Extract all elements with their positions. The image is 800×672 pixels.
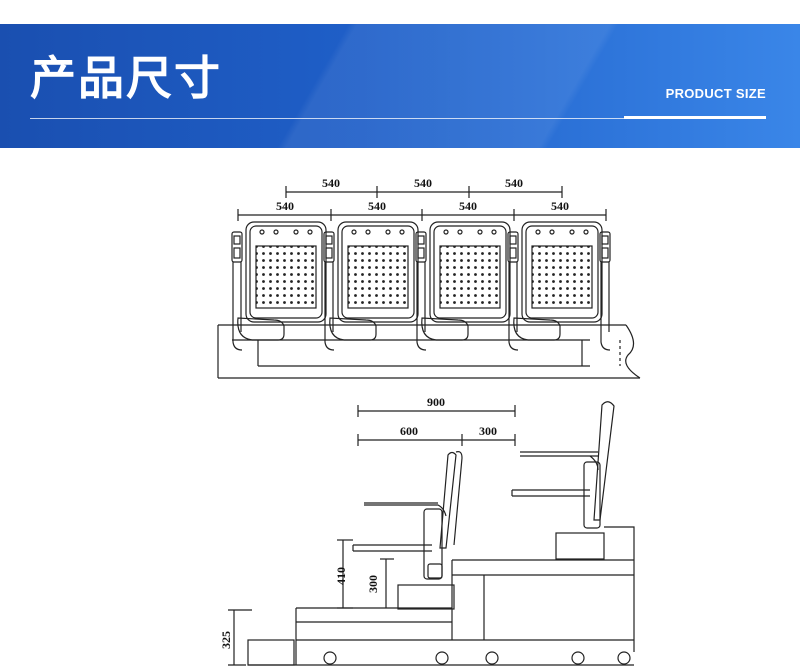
dim-label-900: 900 [427,395,445,409]
dim-label-600: 600 [400,424,418,438]
dim-label-seat-4: 540 [551,199,569,213]
dim-seat-height: 300 [366,558,394,608]
front-platform [217,324,641,379]
dim-label-seat-1: 540 [276,199,294,213]
dim-label-top-2: 540 [414,176,432,190]
dim-label-325: 325 [219,631,233,649]
seat-dimension-line: 540 540 540 540 [237,199,607,221]
dim-back-height: 410 [334,539,353,609]
dimension-drawing: 540 540 540 540 540 540 540 [217,176,641,666]
dim-label-top-1: 540 [322,176,340,190]
side-platform [247,526,635,666]
dim-total-depth: 900 [357,395,516,417]
dim-step-height: 325 [219,609,252,666]
dim-row-depth: 600 300 [357,424,516,446]
front-seat-2 [329,221,419,341]
front-seat-3 [421,221,511,341]
header-banner: 产品尺寸 PRODUCT SIZE [0,24,800,148]
top-dimension-line: 540 540 540 [285,176,563,198]
dim-label-300-vertical: 300 [366,575,380,593]
front-view: 540 540 540 540 540 540 540 [217,176,641,379]
dim-label-seat-3: 540 [459,199,477,213]
side-view: 900 600 300 [219,395,635,666]
page-subtitle: PRODUCT SIZE [665,86,766,101]
side-chair-front [352,451,463,580]
dim-label-seat-2: 540 [368,199,386,213]
side-chair-back [511,401,615,560]
dim-label-top-3: 540 [505,176,523,190]
header-divider [30,118,766,119]
front-seat-4 [513,221,603,341]
front-seat-row [231,221,611,351]
header-accent-bar [624,116,766,119]
dim-label-300: 300 [479,424,497,438]
front-seat-1 [237,221,327,341]
page-title: 产品尺寸 [30,51,222,105]
dim-label-410: 410 [334,567,348,585]
